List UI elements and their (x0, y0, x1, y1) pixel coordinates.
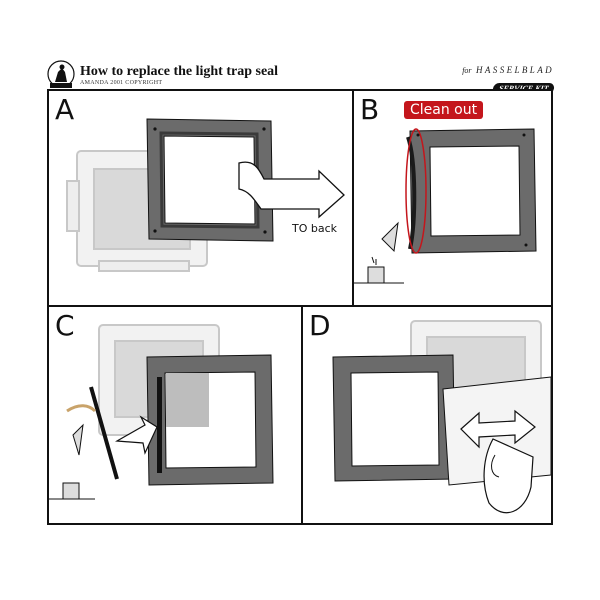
to-back-label: TO back (292, 222, 338, 235)
panel-letter: D (309, 309, 331, 342)
panel-c-illustration (49, 324, 274, 500)
panel-c: C (47, 305, 303, 525)
air-blower (354, 221, 404, 284)
panel-d: D (301, 305, 553, 525)
amanda-logo (47, 60, 75, 88)
clean-out-callout: Clean out (404, 101, 484, 119)
panel-a: A TO back (47, 89, 354, 307)
panel-b: B Clean out (352, 89, 553, 307)
to-back-arrow (238, 161, 345, 219)
brand-name: HASSELBLAD (476, 65, 554, 75)
brand-block: for HASSELBLAD SERVICE KIT (462, 60, 555, 96)
brand-for-text: for (462, 66, 472, 75)
panel-a-illustration (66, 118, 345, 272)
insert-arrow (115, 415, 158, 455)
copyright-text: AMANDA 2001 COPYRIGHT (80, 80, 163, 86)
page-title: How to replace the light trap seal (80, 64, 279, 79)
panel-d-illustration (332, 320, 551, 514)
slide-arrow (460, 409, 536, 449)
panel-letter: C (55, 309, 75, 342)
panel-letter: B (360, 93, 380, 126)
panel-b-illustration (354, 128, 537, 284)
header: How to replace the light trap seal AMAND… (0, 0, 600, 94)
panel-letter: A (55, 93, 75, 126)
